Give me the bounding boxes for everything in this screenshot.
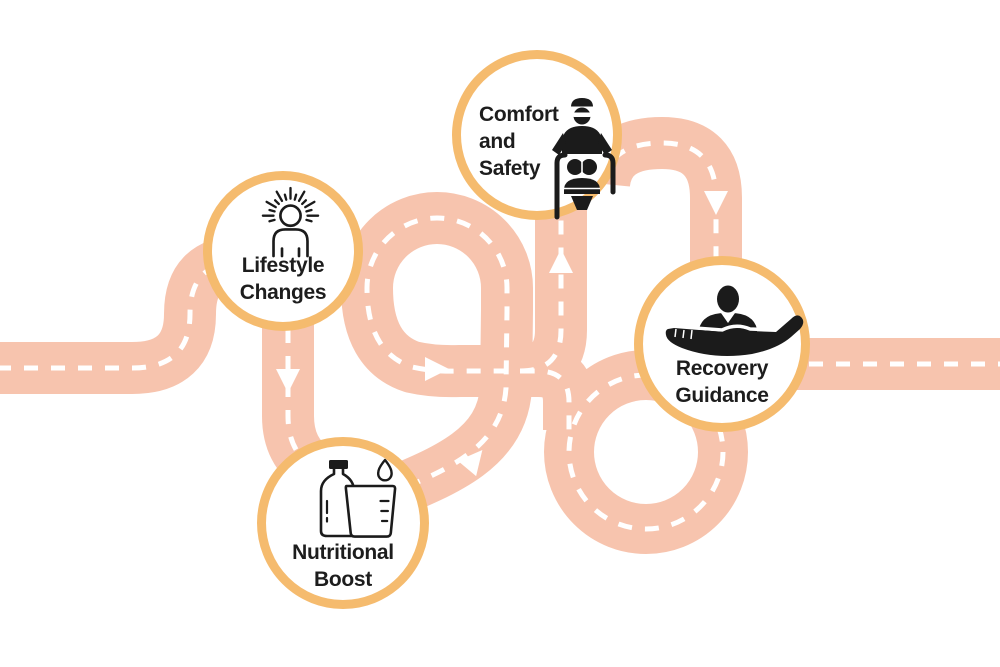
road-centerline [519, 205, 564, 374]
road-centerline [601, 140, 719, 276]
down-arrow-icon [704, 191, 728, 215]
right-arrow-icon [425, 357, 449, 381]
node-label: Comfort and Safety [479, 103, 559, 180]
up-right-arrow-icon [457, 450, 483, 477]
bottle-and-measuring-cup-icon [319, 458, 397, 538]
person-radiance-icon [261, 186, 320, 258]
road-centerline [0, 259, 285, 371]
down-arrow-icon [276, 369, 300, 393]
node-nutritional-boost: Nutritional Boost [257, 437, 429, 609]
patient-on-commode-icon [552, 98, 616, 220]
node-comfort-and-safety: Comfort and Safety [452, 50, 622, 220]
node-lifestyle-changes: Lifestyle Changes [203, 171, 363, 331]
node-label: Lifestyle Changes [239, 254, 327, 304]
road-centerline [364, 215, 572, 500]
node-label: Nutritional Boost [292, 541, 394, 591]
up-arrow-icon [549, 249, 573, 273]
node-recovery-guidance: Recovery Guidance [634, 256, 810, 432]
hand-holding-person-icon [665, 285, 804, 356]
node-label: Recovery Guidance [675, 357, 769, 407]
